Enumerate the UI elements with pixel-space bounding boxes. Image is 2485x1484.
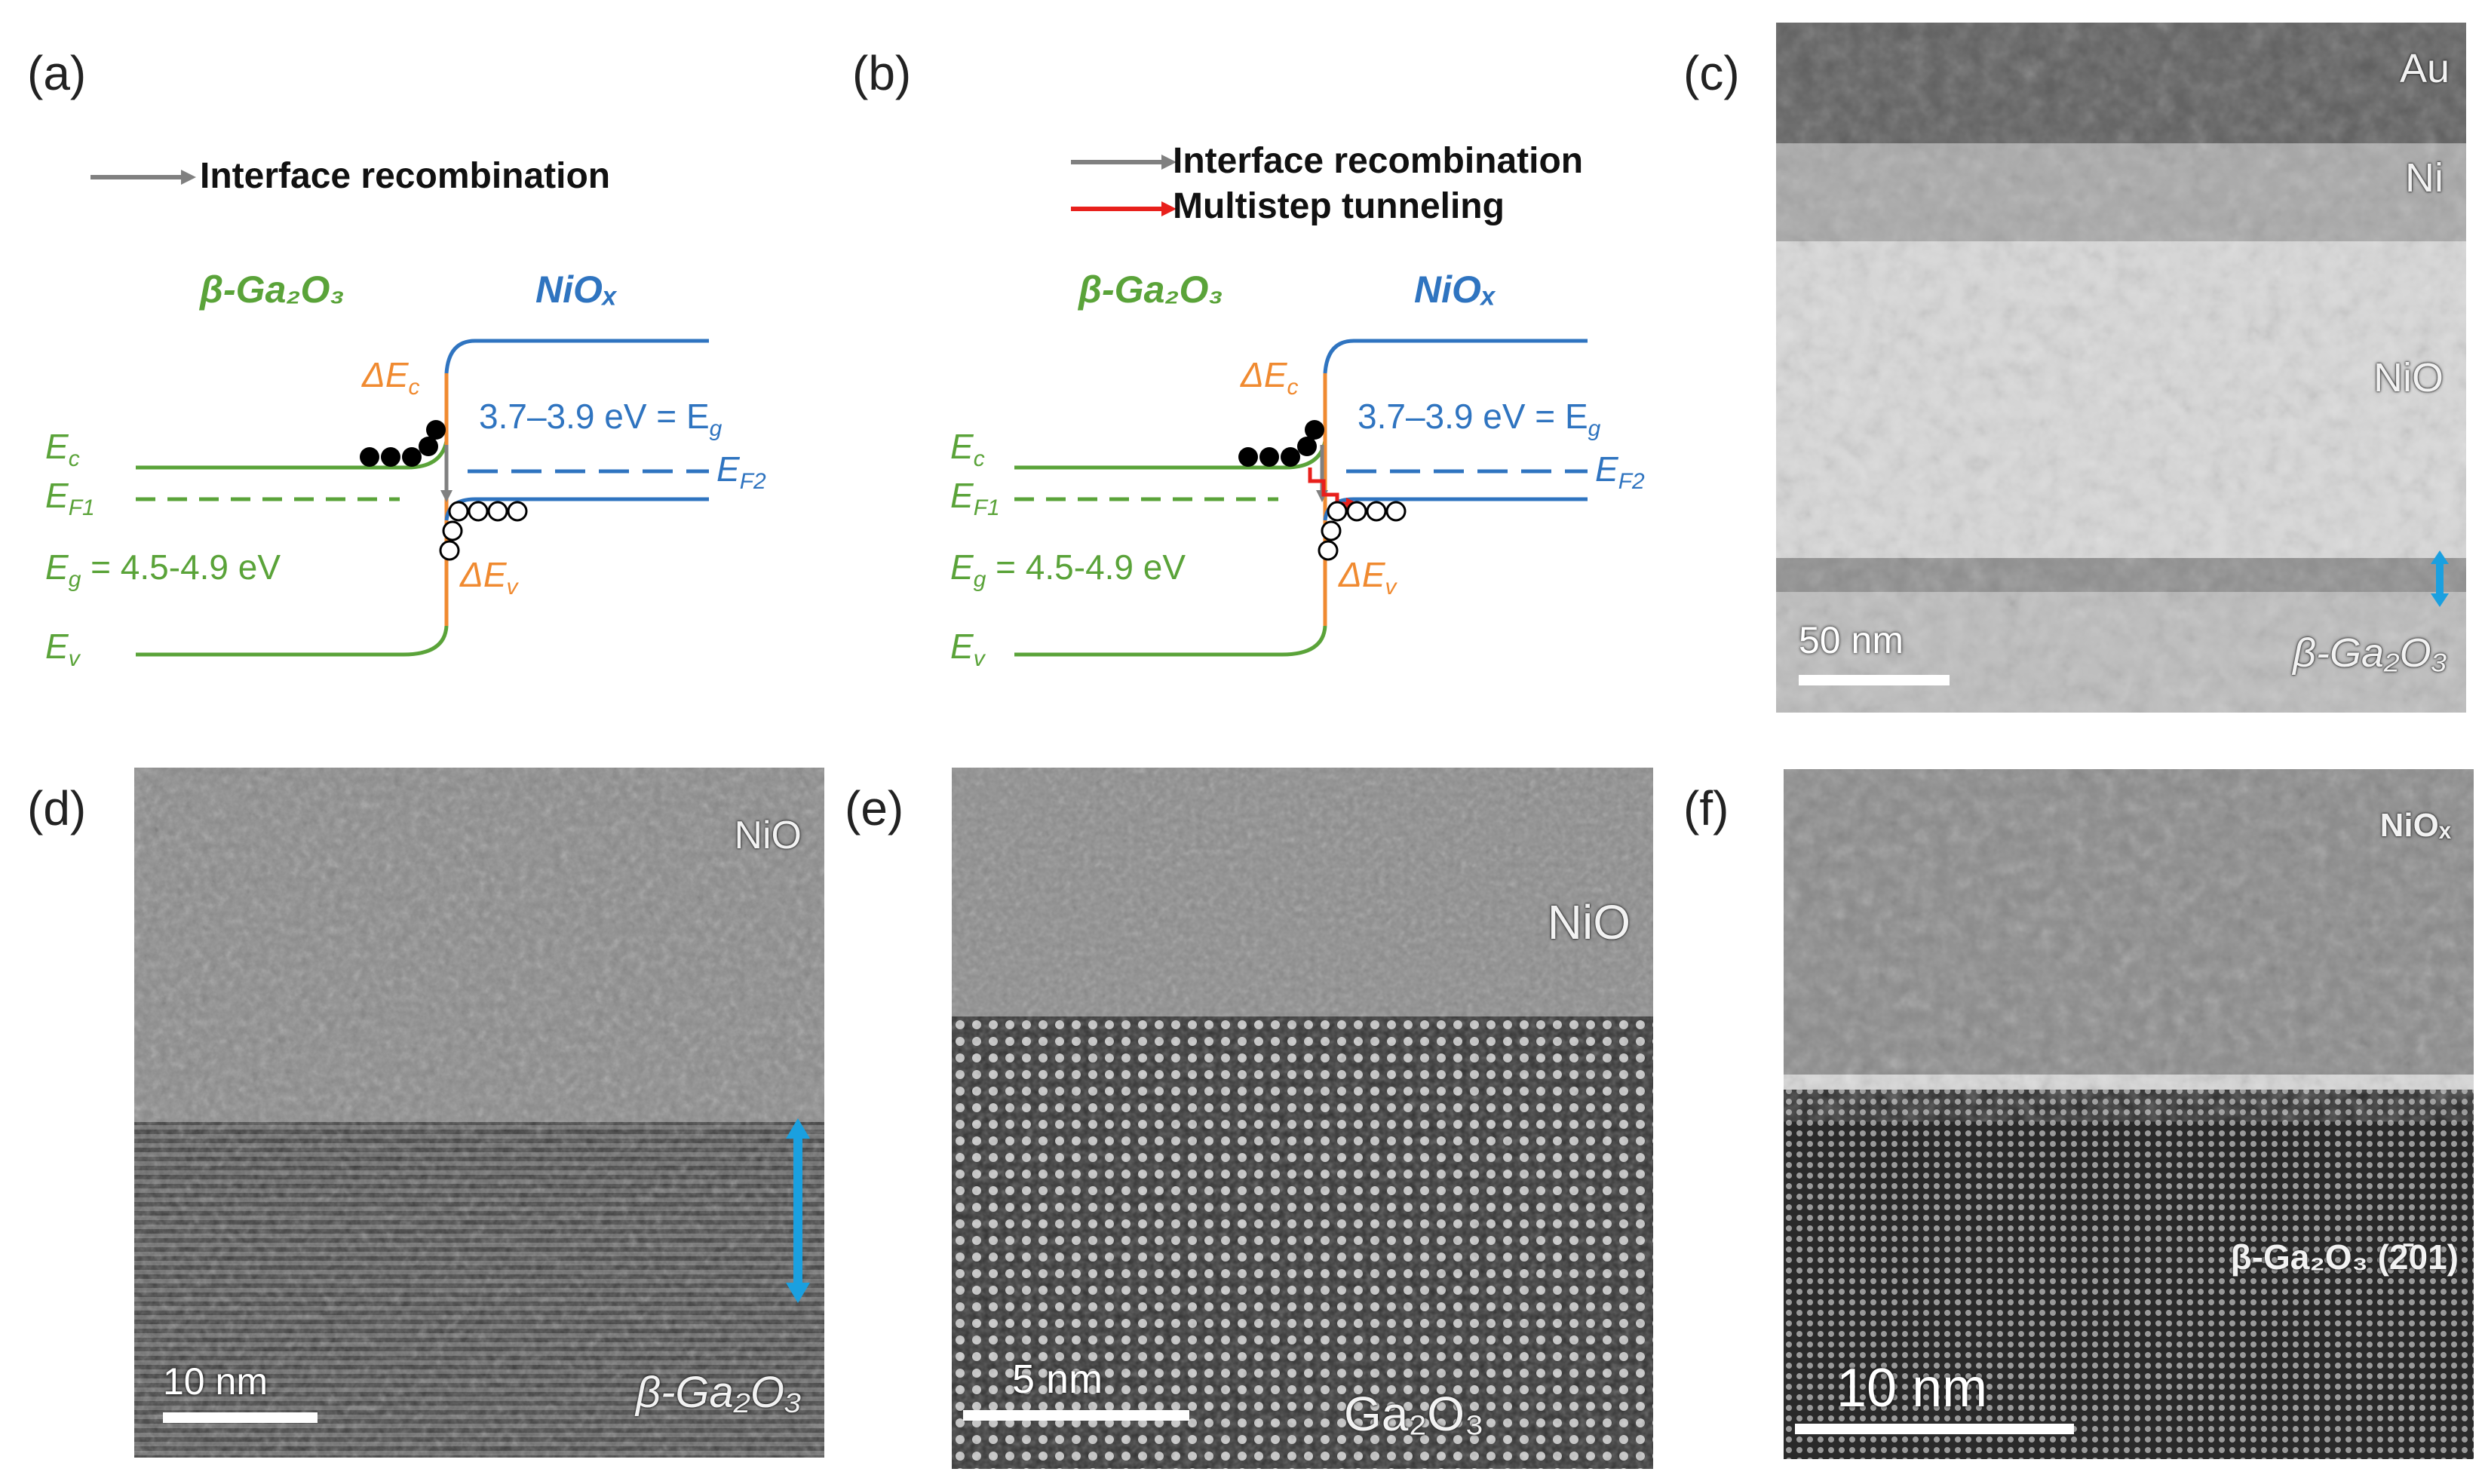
scale-bar-d (163, 1412, 318, 1423)
scale-bar-c (1799, 675, 1950, 685)
label-delta-ev: ΔEv (460, 555, 518, 600)
layer-label-ni: Ni (2405, 155, 2444, 201)
label-ga2o3-f: β-Ga₂O₃ (2̄01) (2230, 1237, 2459, 1277)
panel-label-f: (f) (1683, 781, 1729, 836)
material-niox: NiOₓ (535, 268, 618, 311)
tem-image-f: NiOₓ β-Ga₂O₃ (2̄01) 10 nm (1784, 769, 2474, 1459)
cyan-double-arrow-icon (2431, 550, 2449, 607)
label-ec-b: Ec (950, 427, 985, 472)
material-niox-b: NiOₓ (1414, 268, 1496, 311)
panel-label-b: (b) (852, 46, 912, 100)
label-delta-ev-b: ΔEv (1339, 555, 1397, 600)
label-ev-b: Ev (950, 627, 985, 672)
panel-label-c: (c) (1683, 46, 1740, 100)
legend-multistep-tunneling: Multistep tunneling (1173, 186, 1505, 226)
label-eg-right-b: 3.7–3.9 eV = Eg (1358, 397, 1601, 442)
label-eg-left-b: Eg = 4.5-4.9 eV (950, 547, 1186, 593)
scale-label-f: 10 nm (1836, 1358, 1988, 1418)
scale-label-d: 10 nm (163, 1360, 268, 1403)
label-ec: Ec (45, 427, 80, 472)
scale-label-e: 5 nm (1012, 1357, 1103, 1402)
tem-image-c: Au Ni NiO β-Ga₂O₃ 50 nm (1776, 23, 2466, 713)
panel-label-e: (e) (845, 781, 904, 836)
gray-arrow-icon (91, 170, 196, 185)
label-niox-f: NiOₓ (2379, 807, 2451, 844)
scale-bar-f (1795, 1424, 2074, 1434)
legend-interface-recombination-b: Interface recombination (1173, 141, 1584, 181)
material-ga2o3-b: β-Ga₂O₃ (1078, 268, 1223, 311)
tem-image-e: NiO Ga₂O₃ 5 nm (952, 768, 1653, 1469)
band-lines-b (1014, 339, 1588, 657)
gray-arrow-icon (1071, 155, 1177, 170)
label-delta-ec-b: ΔEc (1241, 355, 1299, 400)
label-ga2o3-e: Ga₂O₃ (1344, 1387, 1485, 1441)
label-nio-e: NiO (1547, 895, 1631, 949)
label-nio-d: NiO (734, 814, 802, 857)
red-arrow-icon (1071, 201, 1177, 216)
label-eg-left: Eg = 4.5-4.9 eV (45, 547, 281, 593)
label-ef2-b: EF2 (1595, 449, 1645, 495)
label-ef1-b: EF1 (950, 476, 1000, 521)
layer-label-nio: NiO (2373, 355, 2444, 400)
label-ga2o3-d: β-Ga₂O₃ (635, 1368, 802, 1417)
panel-label-a: (a) (27, 46, 87, 100)
label-ef1: EF1 (45, 476, 95, 521)
band-diagram-b: Interface recombination Multistep tunnel… (924, 141, 1678, 701)
label-eg-right: 3.7–3.9 eV = Eg (479, 397, 722, 442)
label-ev: Ev (45, 627, 80, 672)
panel-label-d: (d) (27, 781, 87, 836)
label-ef2: EF2 (716, 449, 766, 495)
cyan-double-arrow-icon (786, 1118, 810, 1303)
tem-image-d: NiO β-Ga₂O₃ 10 nm (134, 768, 824, 1458)
label-delta-ec: ΔEc (362, 355, 420, 400)
material-ga2o3: β-Ga₂O₃ (200, 268, 345, 311)
legend-interface-recombination: Interface recombination (200, 156, 611, 196)
band-diagram-a: Interface recombination β-Ga₂O₃ NiOₓ (45, 143, 799, 701)
layer-label-au: Au (2399, 46, 2450, 91)
layer-label-ga2o3: β-Ga₂O₃ (2293, 630, 2447, 676)
scale-label-c: 50 nm (1799, 619, 1904, 661)
band-lines-a (136, 339, 709, 657)
scale-bar-e (963, 1410, 1189, 1421)
